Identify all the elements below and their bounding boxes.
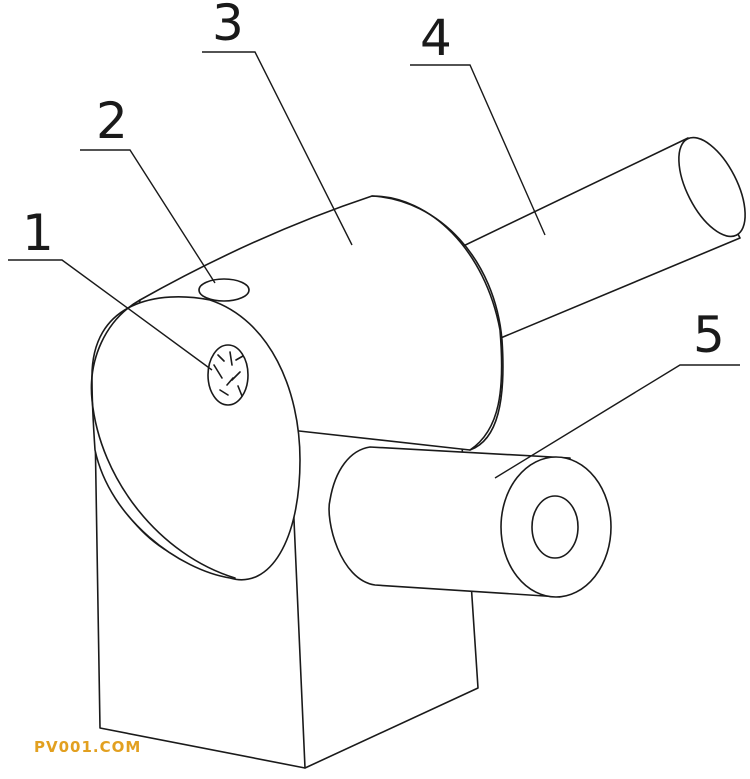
label-3: 3 <box>212 0 244 52</box>
leader-1 <box>8 259 213 371</box>
front-sleeve <box>328 446 612 598</box>
top-hole <box>198 278 250 302</box>
label-2: 2 <box>96 92 128 150</box>
part-numbers: 1 2 3 4 5 <box>22 0 725 364</box>
end-hole <box>207 344 249 406</box>
leader-2 <box>80 149 216 284</box>
label-4: 4 <box>420 9 452 67</box>
label-1: 1 <box>22 204 54 262</box>
watermark: PV001.COM <box>34 738 142 756</box>
leader-4 <box>410 64 546 236</box>
leader-3 <box>202 51 353 246</box>
leader-5 <box>494 364 740 479</box>
leader-lines <box>8 51 740 479</box>
label-5: 5 <box>693 306 725 364</box>
main-cylinder <box>90 195 504 581</box>
